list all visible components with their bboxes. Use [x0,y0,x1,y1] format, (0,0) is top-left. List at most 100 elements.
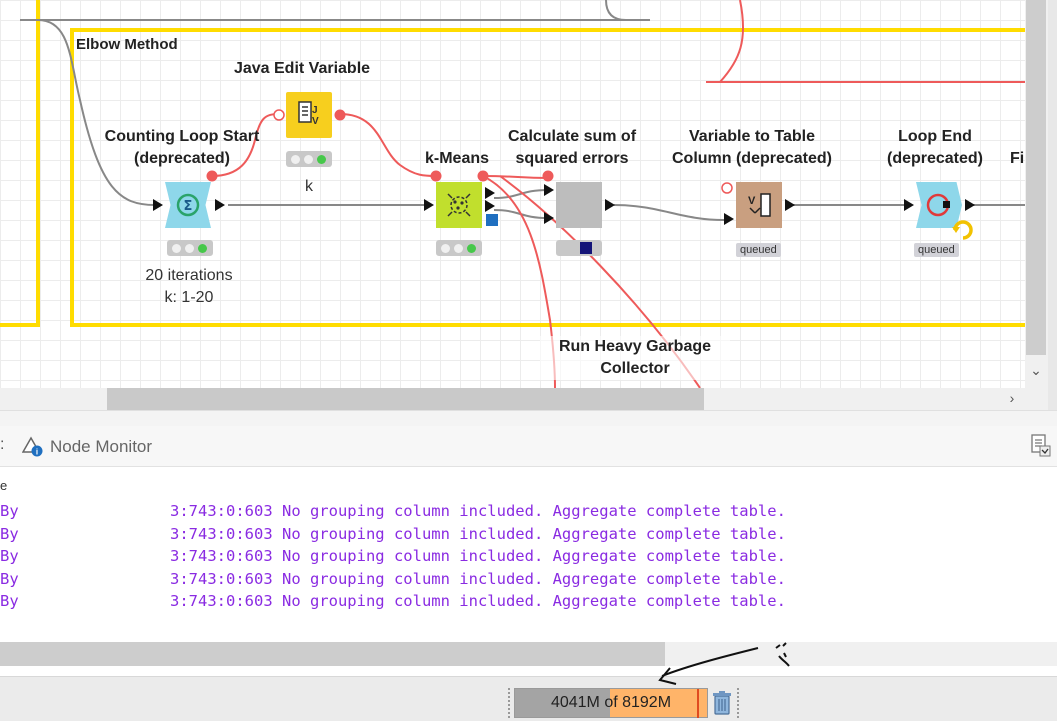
flow-var-out-port-java[interactable] [333,108,347,122]
counting-loop-start-title[interactable]: Counting Loop Start (deprecated) [92,126,272,170]
flow-var-java-to-kmeans [339,113,437,177]
garbage-collector-title[interactable]: Run Heavy Garbage Collector [540,336,730,380]
counting-loop-start-note: 20 iterations k: 1-20 [114,265,264,309]
var-to-table-title-line1: Variable to Table [689,128,815,145]
loop-end-title-line2: (deprecated) [886,150,984,167]
kmeans-node[interactable] [436,182,482,228]
log-message: 3:743:0:603 No grouping column included.… [170,524,786,543]
loop-end-title[interactable]: Loop End (deprecated) [870,126,1000,170]
svg-text:Σ: Σ [184,199,193,214]
loop-executing-icon [952,220,973,240]
flow-var-kmeans-to-sse [482,175,549,179]
loop-start-icon: Σ [176,193,200,217]
outer-annotation-border [0,0,40,327]
counting-loop-start-title-line1: Counting Loop Start [104,128,260,145]
workflow-canvas[interactable]: Elbow Method Java Edit Variable J V k Co… [0,0,1025,388]
status-grip-left [508,688,512,718]
data-in-port-kmeans[interactable] [423,198,435,212]
data-out-port-sse[interactable] [604,198,616,212]
status-lights-java [286,151,332,167]
tab-node-monitor[interactable]: i Node Monitor [22,434,152,460]
data-out-port-var[interactable] [784,198,796,212]
metanode-status [556,240,602,256]
data-in-port-sse-2[interactable] [543,211,555,225]
flow-var-out-port-kmeans[interactable] [476,169,490,183]
loop-end-icon [926,193,950,217]
flow-var-in-port-sse[interactable] [541,169,555,183]
kmeans-title[interactable]: k-Means [424,150,490,167]
data-out-port-kmeans-2[interactable] [484,199,496,213]
flow-var-out-port-loop[interactable] [205,169,219,183]
annotation-title: Elbow Method [76,36,178,53]
loop-end-node[interactable] [916,182,962,228]
heap-max-marker [697,689,699,718]
console-horizontal-scroll-thumb[interactable] [0,642,665,666]
panel-tab-bar: : i Node Monitor [0,426,1057,467]
log-message: 3:743:0:603 No grouping column included.… [170,547,786,565]
elbow-annotation-border[interactable] [70,28,1025,327]
var-to-table-title[interactable]: Variable to Table Column (deprecated) [652,126,852,170]
data-in-port-var[interactable] [723,212,735,226]
calc-sse-title[interactable]: Calculate sum of squared errors [494,126,650,170]
console-panel: : i Node Monitor e By 3:743:0:603 No grou… [0,426,1057,676]
workflow-connections [0,0,1025,388]
java-edit-variable-title[interactable]: Java Edit Variable [233,60,371,77]
flow-var-in-port-kmeans[interactable] [429,169,443,183]
window-right-edge [1048,0,1057,425]
scroll-down-arrow-icon[interactable]: ⌄ [1030,362,1042,378]
log-message: 3:743:0:603 No grouping column included.… [170,569,786,588]
log-source: By [0,547,19,565]
flow-var-in-port-java[interactable] [272,108,286,122]
data-out-port-loop[interactable] [214,198,226,212]
log-message: 3:743:0:603 No grouping column included.… [170,592,786,610]
data-in-port-sse-1[interactable] [543,183,555,197]
data-in-port-loopend[interactable] [903,198,915,212]
var-to-table-status: queued [736,243,781,257]
calc-sse-title-line1: Calculate sum of [507,128,637,145]
heap-used-fill [515,689,610,717]
tab-node-monitor-label: Node Monitor [50,437,153,456]
counting-loop-start-title-line2: (deprecated) [133,150,231,167]
java-edit-variable-note: k [305,178,313,195]
kmeans-cluster-icon [447,193,471,217]
node-monitor-icon: i [22,436,43,457]
loop-note-line1: 20 iterations [145,267,233,284]
page-menu-icon[interactable] [1030,434,1052,458]
data-out-port-kmeans-1[interactable] [484,186,496,200]
status-lights-kmeans [436,240,482,256]
calc-sse-title-line2: squared errors [515,150,629,167]
status-lights-loop [167,240,213,256]
data-connection-top-curve [605,0,627,21]
calc-sse-metanode[interactable] [556,182,602,228]
scroll-right-arrow-icon[interactable]: › [1009,390,1015,406]
trash-icon[interactable] [708,688,736,718]
model-out-port-kmeans[interactable] [486,214,498,226]
loop-end-status: queued [914,243,959,257]
java-edit-variable-node[interactable]: J V [286,92,332,138]
column-header-fragment: e [0,478,8,493]
data-out-port-loopend[interactable] [964,198,976,212]
var-to-table-node[interactable]: V [736,182,782,228]
variable-to-table-icon: V [748,193,771,217]
heap-status-bar: 4041M of 8192M [514,688,708,718]
gc-title-line2: Collector [600,360,670,377]
previous-tab-fragment[interactable]: : [0,436,5,453]
status-grip-right [737,688,741,718]
canvas-vertical-scroll-thumb[interactable] [1026,0,1046,355]
svg-text:i: i [36,448,38,457]
counting-loop-start-node[interactable]: Σ [165,182,211,228]
flow-var-top-right [717,0,1025,83]
metanode-status-square [580,242,592,254]
svg-text:J: J [312,105,318,116]
connection-sse-to-var [613,204,725,221]
data-in-port-loop[interactable] [152,198,164,212]
loop-note-line2: k: 1-20 [164,289,214,306]
gc-title-line1: Run Heavy Garbage [558,338,712,355]
log-source: By [0,569,19,588]
next-node-title-fragment[interactable]: Fi [1010,150,1025,167]
log-source: By [0,502,19,520]
panel-separator[interactable] [0,410,1057,427]
flow-var-in-port-var[interactable] [720,181,734,195]
var-to-table-title-line2: Column (deprecated) [671,150,832,167]
canvas-horizontal-scroll-thumb[interactable] [107,388,704,410]
